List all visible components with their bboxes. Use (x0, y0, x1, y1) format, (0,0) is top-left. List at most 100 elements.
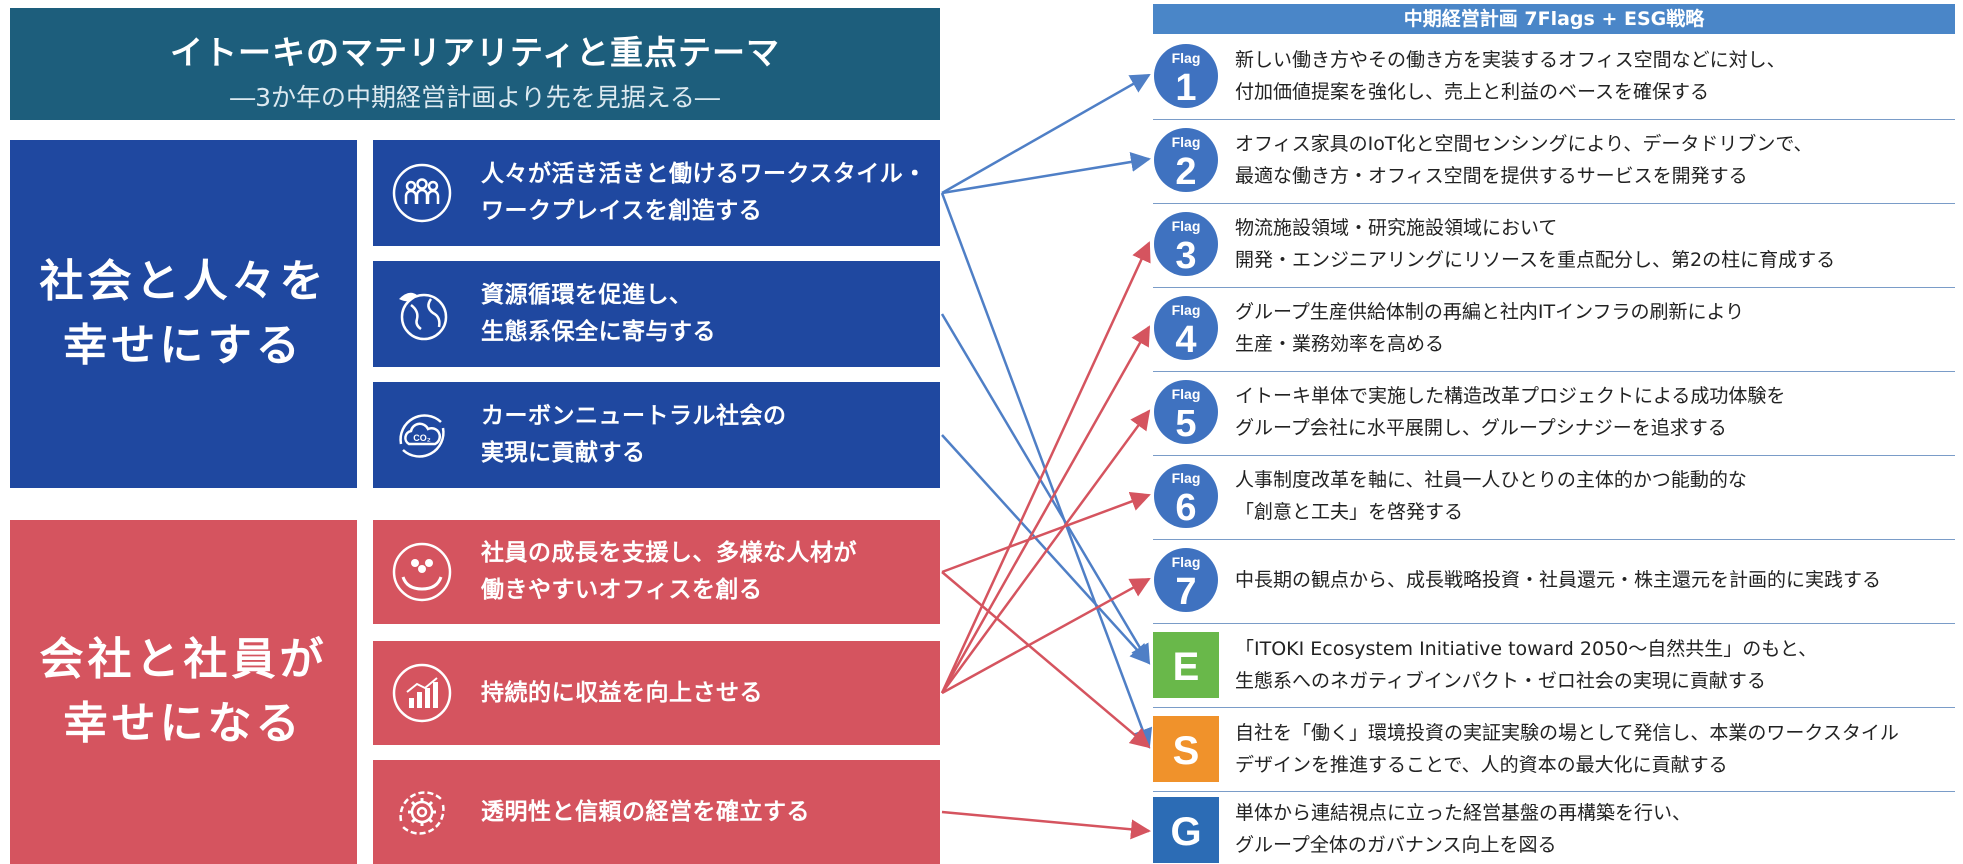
plan-row-flag-7: Flag 7 中長期の観点から、成長戦略投資・社員還元・株主還元を計画的に実践す… (1153, 541, 1955, 621)
flag-word: Flag (1172, 218, 1201, 234)
row-divider (1153, 455, 1955, 456)
plan-line: 「創意と工夫」を啓発する (1235, 501, 1464, 523)
plan-row-flag-2: Flag 2 オフィス家具のIoT化と空間センシングにより、データドリブンで、 … (1153, 121, 1955, 201)
plan-row-s: S 自社を「働く」環境投資の実証実験の場として発信し、本業のワークスタイル デザ… (1153, 709, 1955, 789)
plan-row-e: E 「ITOKI Ecosystem Initiative toward 205… (1153, 625, 1955, 705)
growth-chart-icon (391, 662, 453, 724)
flag-word: Flag (1172, 302, 1201, 318)
row-divider (1153, 791, 1955, 792)
title-banner: イトーキのマテリアリティと重点テーマ ―3か年の中期経営計画より先を見据える― (10, 8, 940, 120)
plan-line: 最適な働き方・オフィス空間を提供するサービスを開発する (1235, 165, 1748, 187)
theme-line: ワークプレイスを創造する (481, 198, 763, 224)
row-divider (1153, 287, 1955, 288)
plan-line: 付加価値提案を強化し、売上と利益のベースを確保する (1235, 81, 1710, 103)
theme-line: カーボンニュートラル社会の (481, 403, 787, 429)
plan-line: オフィス家具のIoT化と空間センシングにより、データドリブンで、 (1235, 133, 1813, 155)
category-line: 幸せになる (63, 698, 304, 749)
flag-word: Flag (1172, 50, 1201, 66)
plan-line: 開発・エンジニアリングにリソースを重点配分し、第2の柱に育成する (1235, 249, 1836, 271)
plan-row-flag-4: Flag 4 グループ生産供給体制の再編と社内ITインフラの刷新により 生産・業… (1153, 289, 1955, 369)
flag-2-icon: Flag 2 (1153, 127, 1219, 193)
theme-employee-growth: 社員の成長を支援し、多様な人材が 働きやすいオフィスを創る (373, 520, 940, 624)
flag-word: Flag (1172, 554, 1201, 570)
plan-line: 単体から連結視点に立った経営基盤の再構築を行い、 (1235, 802, 1692, 824)
plan-line: 生産・業務効率を高める (1235, 333, 1445, 355)
row-divider (1153, 623, 1955, 624)
connector-arrow (940, 409, 1151, 694)
e-letter: E (1173, 645, 1200, 689)
s-letter: S (1173, 729, 1200, 773)
plan-line: 「ITOKI Ecosystem Initiative toward 2050〜… (1235, 638, 1818, 660)
theme-line: 生態系保全に寄与する (481, 319, 716, 345)
row-divider (1153, 371, 1955, 372)
flag-number: 7 (1175, 571, 1196, 613)
plan-line: 中長期の観点から、成長戦略投資・社員還元・株主還元を計画的に実践する (1235, 569, 1882, 591)
flag-number: 6 (1175, 487, 1196, 529)
g-letter: G (1170, 810, 1201, 854)
s-social-icon: S (1153, 716, 1219, 782)
flag-word: Flag (1172, 470, 1201, 486)
connector-arrow (941, 491, 1151, 574)
connector-arrow (941, 810, 1151, 840)
svg-text:CO₂: CO₂ (413, 433, 431, 443)
category-line: 会社と社員が (39, 634, 328, 685)
category-line: 社会と人々を (39, 256, 328, 307)
theme-line: 透明性と信頼の経営を確立する (481, 798, 810, 825)
plan-row-flag-6: Flag 6 人事制度改革を軸に、社員一人ひとりの主体的かつ能動的な 「創意と工… (1153, 457, 1955, 537)
plan-line: グループ全体のガバナンス向上を図る (1235, 834, 1557, 856)
flag-number: 2 (1175, 151, 1196, 193)
g-governance-icon: G (1153, 797, 1219, 863)
flag-number: 5 (1175, 403, 1196, 445)
flag-number: 3 (1175, 235, 1196, 277)
connector-arrow (941, 571, 1151, 749)
plan-row-flag-5: Flag 5 イトーキ単体で実施した構造改革プロジェクトによる成功体験を グルー… (1153, 373, 1955, 453)
page-subtitle: ―3か年の中期経営計画より先を見据える― (230, 83, 720, 112)
e-environment-icon: E (1153, 632, 1219, 698)
plan-row-flag-1: Flag 1 新しい働き方やその働き方を実装するオフィス空間などに対し、 付加価… (1153, 36, 1955, 116)
plan-line: 新しい働き方やその働き方を実装するオフィス空間などに対し、 (1235, 49, 1786, 71)
flag-3-icon: Flag 3 (1153, 211, 1219, 277)
flag-7-icon: Flag 7 (1153, 547, 1219, 613)
theme-line: 社員の成長を支援し、多様な人材が (481, 540, 857, 566)
category-line: 幸せにする (63, 320, 304, 371)
connector-arrow (941, 73, 1151, 195)
flag-word: Flag (1172, 134, 1201, 150)
plan-row-g: G 単体から連結視点に立った経営基盤の再構築を行い、 グループ全体のガバナンス向… (1153, 793, 1955, 864)
page-title: イトーキのマテリアリティと重点テーマ (169, 33, 781, 72)
gear-cycle-icon (391, 781, 453, 843)
plan-row-flag-3: Flag 3 物流施設領域・研究施設領域において 開発・エンジニアリングにリソー… (1153, 205, 1955, 285)
theme-carbon-neutral: CO₂ カーボンニュートラル社会の 実現に貢献する (373, 382, 940, 488)
flag-4-icon: Flag 4 (1153, 295, 1219, 361)
flag-word: Flag (1172, 386, 1201, 402)
plan-line: 物流施設領域・研究施設領域において (1235, 217, 1558, 239)
plan-header: 中期経営計画 7Flags + ESG戦略 (1153, 4, 1955, 34)
plan-line: グループ生産供給体制の再編と社内ITインフラの刷新により (1235, 301, 1745, 323)
theme-profitability: 持続的に収益を向上させる (373, 641, 940, 745)
co2-cloud-icon: CO₂ (391, 404, 453, 466)
connector-arrow (941, 577, 1151, 695)
connector-arrow (941, 152, 1151, 195)
plan-line: イトーキ単体で実施した構造改革プロジェクトによる成功体験を (1235, 385, 1786, 407)
plan-line: デザインを推進することで、人的資本の最大化に貢献する (1235, 754, 1728, 776)
connector-arrow (940, 241, 1151, 694)
people-group-icon (391, 162, 453, 224)
connector-arrow (940, 313, 1151, 665)
theme-line: 資源循環を促進し、 (481, 282, 693, 308)
category-society: 社会と人々を 幸せにする (10, 140, 357, 488)
row-divider (1153, 203, 1955, 204)
plan-line: グループ会社に水平展開し、グループシナジーを追求する (1235, 417, 1727, 439)
row-divider (1153, 707, 1955, 708)
flag-5-icon: Flag 5 (1153, 379, 1219, 445)
row-divider (1153, 119, 1955, 120)
theme-line: 持続的に収益を向上させる (481, 679, 763, 706)
theme-governance: 透明性と信頼の経営を確立する (373, 760, 940, 864)
globe-leaf-icon (391, 283, 453, 345)
plan-line: 生態系へのネガティブインパクト・ゼロ社会の実現に貢献する (1235, 670, 1766, 692)
category-company: 会社と社員が 幸せになる (10, 520, 357, 864)
people-care-icon (391, 541, 453, 603)
connector-arrow (941, 434, 1151, 665)
flag-6-icon: Flag 6 (1153, 463, 1219, 529)
plan-line: 自社を「働く」環境投資の実証実験の場として発信し、本業のワークスタイル (1235, 722, 1899, 744)
theme-line: 働きやすいオフィスを創る (481, 577, 763, 603)
